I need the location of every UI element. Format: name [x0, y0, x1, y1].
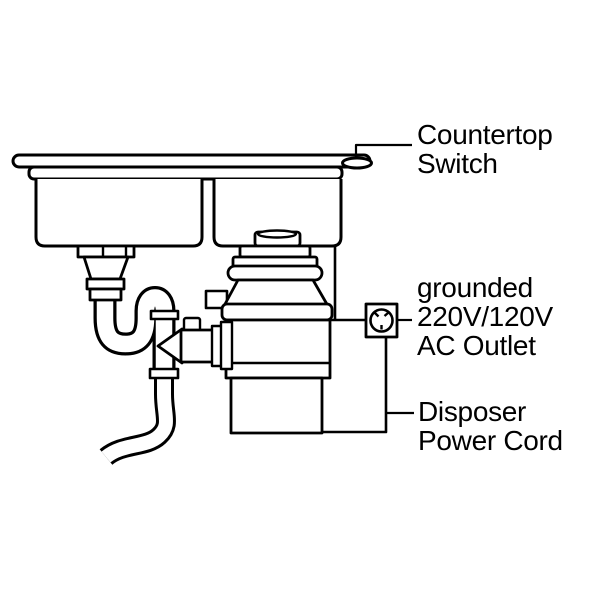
label-countertop-switch: Countertop Switch [417, 120, 553, 178]
label-disposer-power-cord-line2: Power Cord [418, 425, 563, 456]
flexible-drain-hose [99, 374, 176, 466]
mounting-ring-3 [226, 264, 324, 282]
disposer-drain-opening [256, 229, 298, 239]
standpipe-upper-coupling [149, 309, 180, 321]
power-cord-line [322, 338, 388, 434]
standpipe-lower-coupling [148, 367, 180, 380]
label-ac-outlet-line3: AC Outlet [417, 330, 536, 361]
discharge-tube [179, 328, 215, 364]
label-ac-outlet: grounded 220V/120V AC Outlet [417, 273, 553, 360]
discharge-flange [219, 320, 234, 371]
garbage-disposer [204, 229, 334, 435]
disposer-upper-band [220, 302, 334, 322]
disposer-hopper [222, 278, 330, 308]
disposer-discharge-tube [156, 316, 234, 371]
label-disposer-power-cord-line1: Disposer [418, 396, 527, 427]
s-trap [93, 286, 176, 378]
label-disposer-power-cord: Disposer Power Cord [418, 397, 563, 455]
countertop-switch-icon [341, 156, 373, 170]
label-ac-outlet-line2: 220V/120V [417, 301, 553, 332]
sink-rim [27, 165, 344, 181]
outlet-face [369, 308, 394, 333]
left-sink-bowl [34, 179, 204, 248]
sink-drain-tailpiece [76, 244, 136, 302]
mounting-ring-1 [238, 244, 312, 259]
label-countertop-switch-line1: Countertop [417, 119, 553, 150]
countertop-switch-leader-line [354, 143, 412, 157]
countertop [11, 153, 372, 169]
label-countertop-switch-line2: Switch [417, 148, 498, 179]
disposer-lower-cylinder [229, 376, 324, 435]
label-ac-outlet-line1: grounded [417, 272, 533, 303]
ac-outlet-icon [364, 302, 399, 339]
disposer-motor-body [224, 318, 332, 380]
